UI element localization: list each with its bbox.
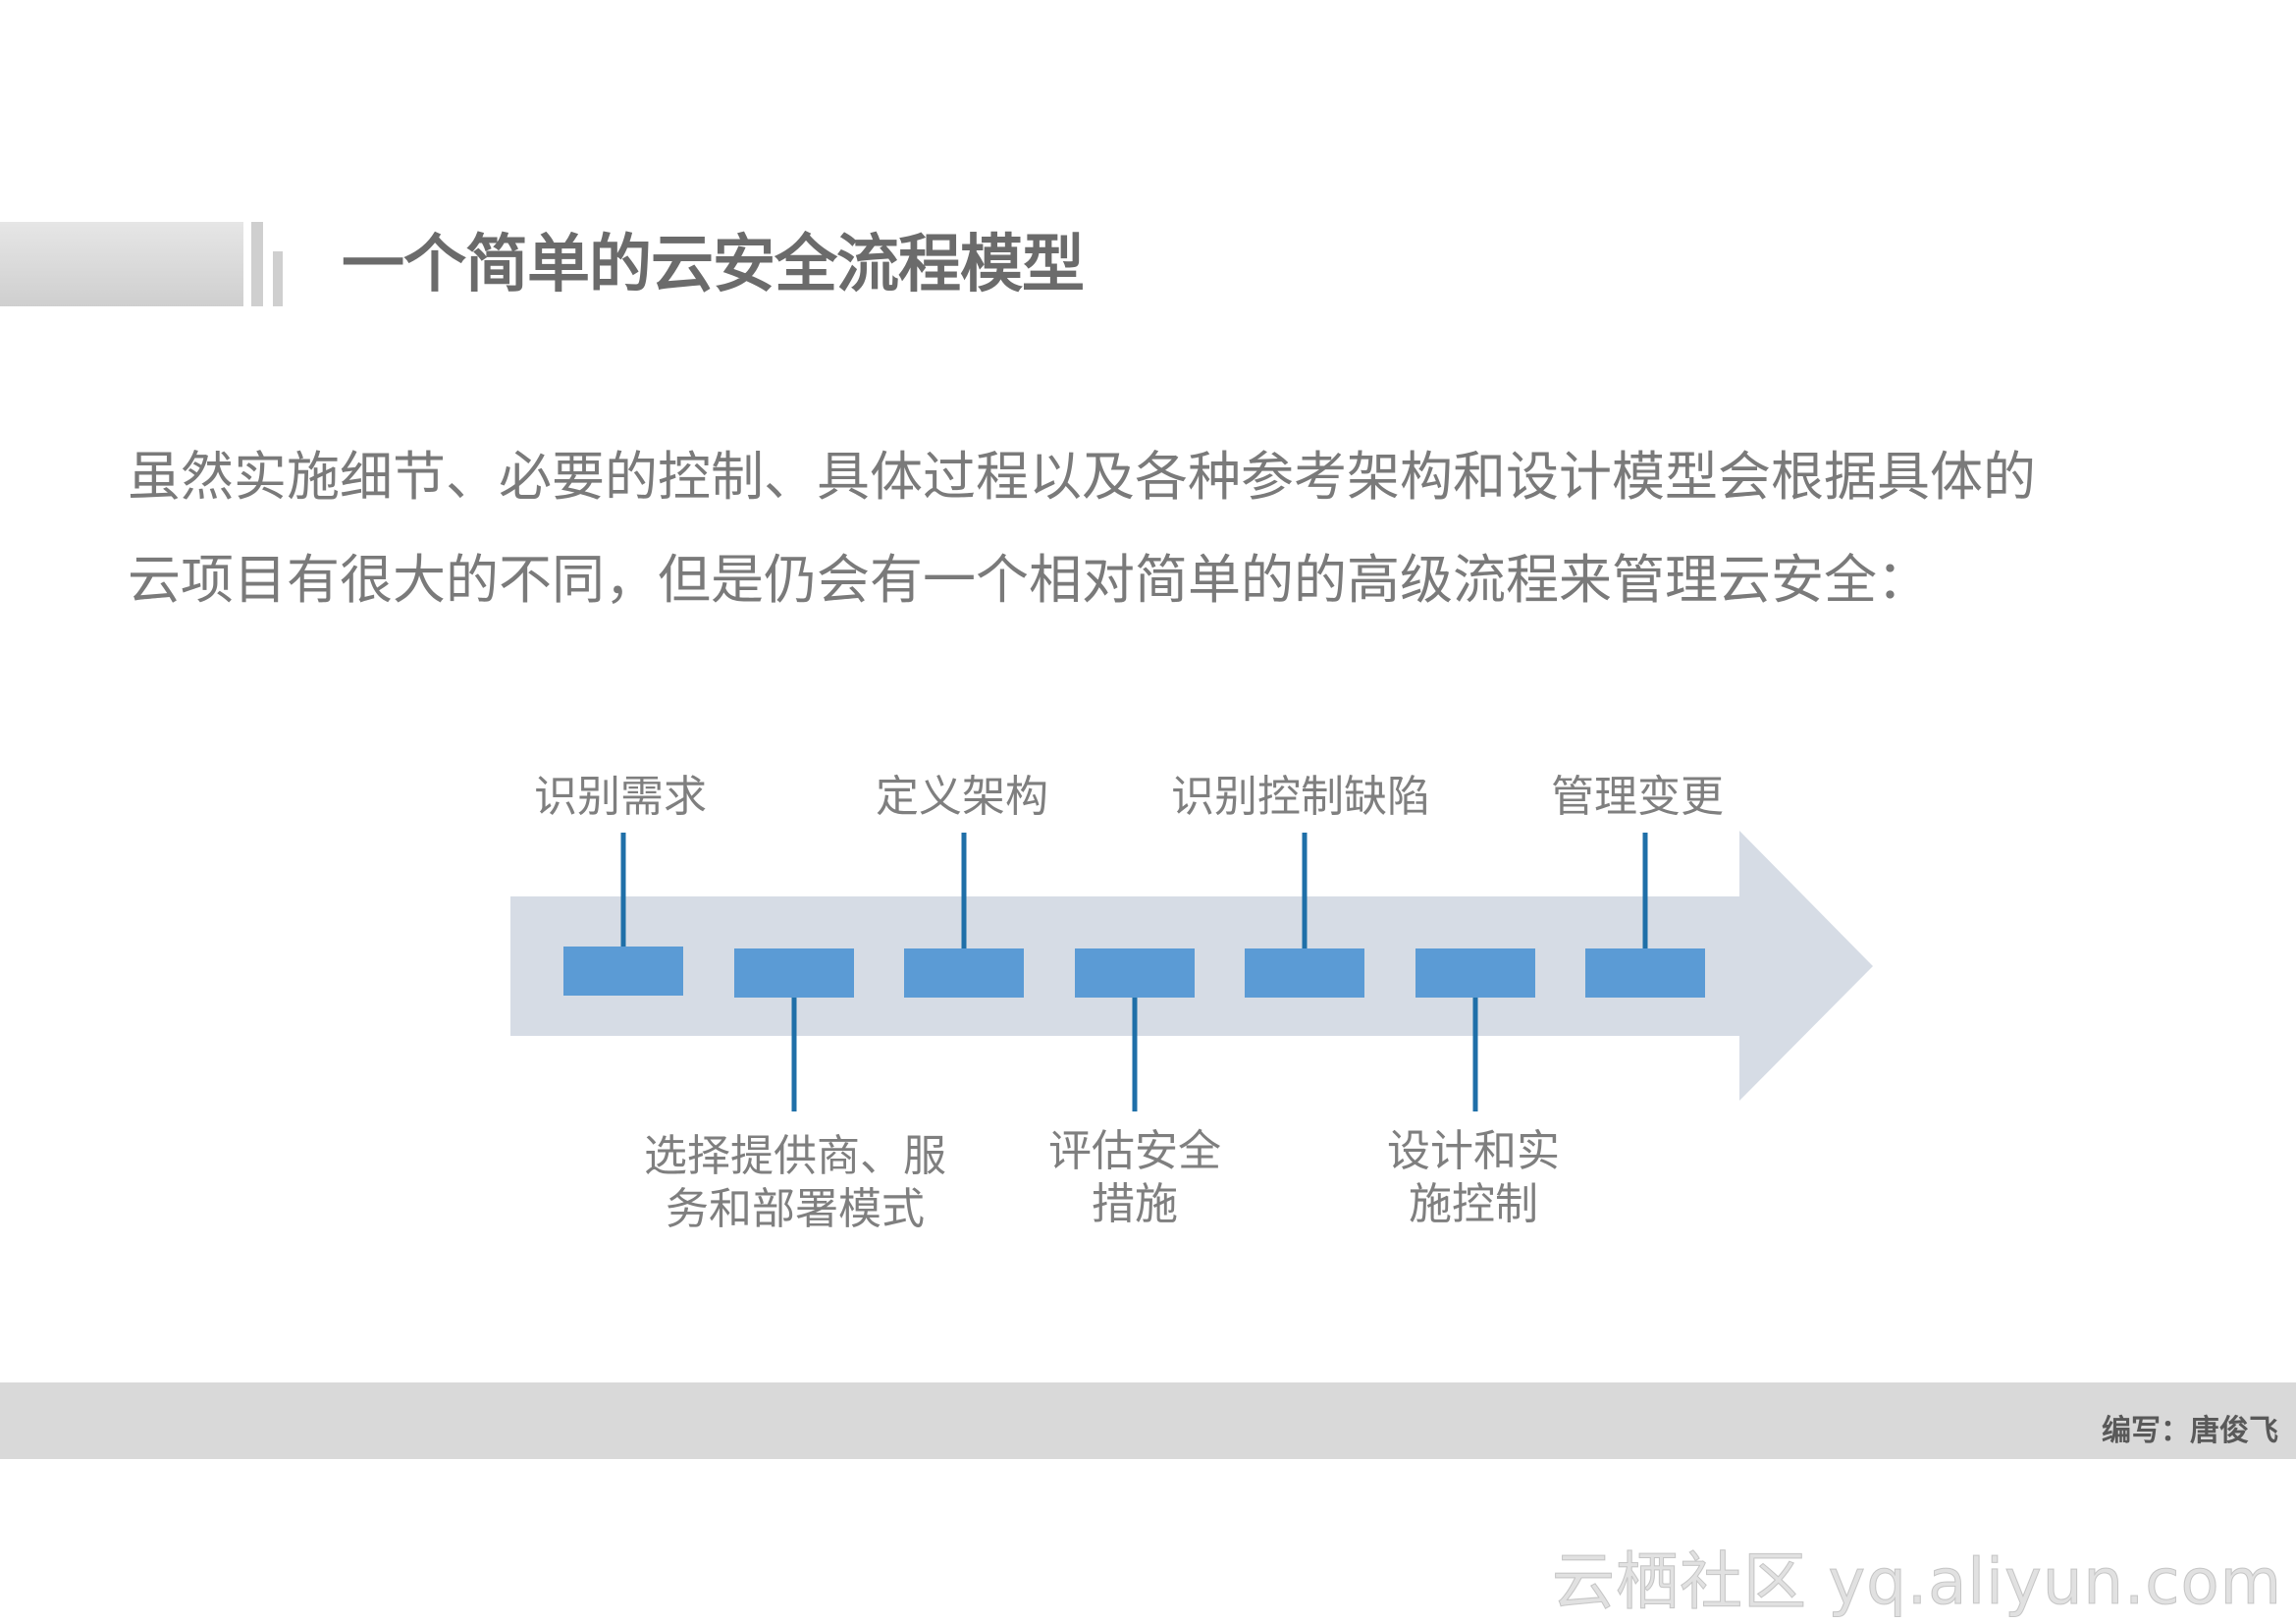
bottom-label-line: 措施 — [1092, 1179, 1178, 1229]
title-accent-stripe — [273, 251, 283, 306]
process-step-box — [563, 947, 683, 996]
top-label: 管理变更 — [1551, 772, 1724, 822]
title-accent-bar — [0, 222, 243, 306]
bottom-label-line: 评估安全 — [1048, 1126, 1221, 1176]
bottom-label-line: 施控制 — [1409, 1179, 1538, 1229]
bottom-label: 选择提供商、服 务和部署模式 — [644, 1130, 946, 1236]
bottom-label-line: 务和部署模式 — [666, 1184, 925, 1234]
process-step-box — [1245, 948, 1364, 998]
process-step-box — [904, 948, 1024, 998]
bottom-label-line: 选择提供商、服 — [644, 1131, 946, 1181]
process-step-box — [1585, 948, 1705, 998]
top-label: 识别控制缺陷 — [1171, 772, 1430, 822]
bottom-label: 设计和实 施控制 — [1387, 1125, 1560, 1231]
top-label: 识别需求 — [534, 772, 707, 822]
process-step-box — [1415, 948, 1535, 998]
process-step-box — [734, 948, 854, 998]
process-step-box — [1075, 948, 1195, 998]
bottom-label-line: 设计和实 — [1387, 1126, 1560, 1176]
page-title: 一个简单的云安全流程模型 — [342, 229, 1085, 301]
intro-text-line-1: 虽然实施细节、必要的控制、具体过程以及各种参考架构和设计模型会根据具体的 — [128, 446, 2036, 508]
footer-bar — [0, 1382, 2296, 1459]
top-label: 定义架构 — [876, 772, 1048, 822]
intro-text-line-2: 云项目有很大的不同，但是仍会有一个相对简单的的高级流程来管理云安全： — [128, 549, 1930, 611]
author-credit: 编写：唐俊飞 — [2102, 1414, 2278, 1448]
title-accent-stripe — [251, 222, 263, 306]
bottom-label: 评估安全 措施 — [1048, 1125, 1221, 1231]
watermark: 云栖社区 yq.aliyun.com — [1552, 1546, 2282, 1620]
